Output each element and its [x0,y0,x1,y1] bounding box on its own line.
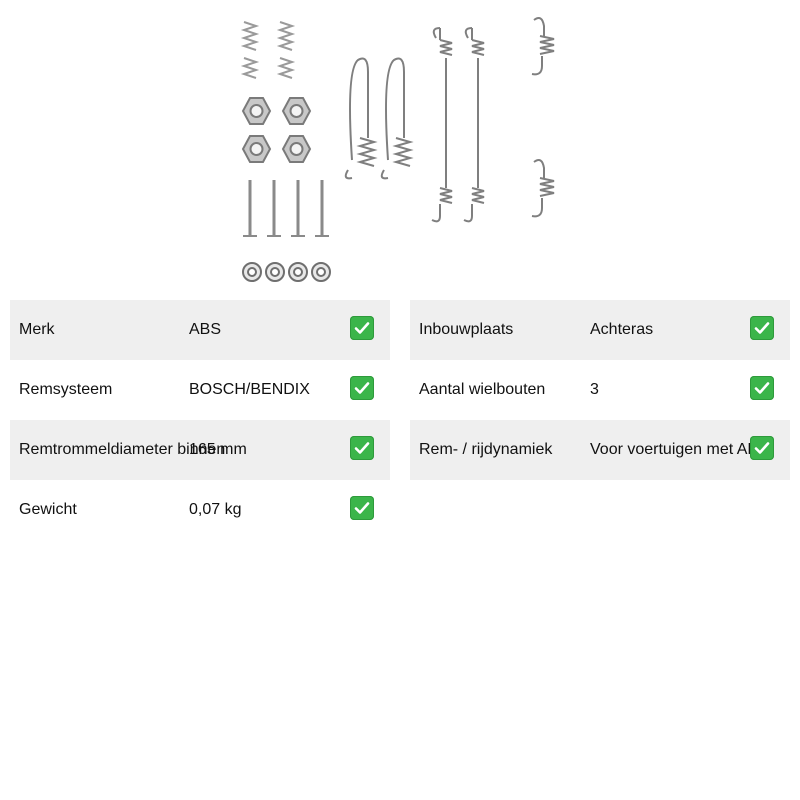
spec-row-remtrommeldiameter: Remtrommeldiameter binnen 165 mm [10,420,390,480]
spec-value: ABS [189,321,222,338]
spec-label: Gewicht [19,501,77,518]
product-image [240,17,555,282]
retaining-pin [248,180,324,236]
spec-row-gewicht: Gewicht 0,07 kg [10,480,390,540]
check-mark-icon [350,316,374,340]
check-mark-icon [350,436,374,460]
small-spring [240,21,296,79]
spec-row-aantal-wielbouten: Aantal wielbouten 3 [410,360,790,420]
long-spring [431,27,485,223]
spec-value: Achteras [590,321,654,338]
spec-row-inbouwplaats: Inbouwplaats Achteras [410,300,790,360]
spec-value: 165 mm [189,441,247,458]
spec-value: 0,07 kg [189,501,242,518]
spec-row-remsysteem: Remsysteem BOSCH/BENDIX [10,360,390,420]
spec-label: Remsysteem [19,381,113,398]
spec-label: Rem- / rijdynamiek [419,441,553,458]
check-mark-icon [750,376,774,400]
return-spring [344,57,414,180]
spec-table-right: Inbouwplaats Achteras Aantal wielbouten … [410,300,790,480]
check-mark-icon [350,376,374,400]
spec-value: 3 [590,381,599,398]
spec-row-rijdynamiek: Rem- / rijdynamiek Voor voertuigen met A… [410,420,790,480]
hook-spring [531,17,555,218]
spec-value: BOSCH/BENDIX [189,381,310,398]
check-mark-icon [350,496,374,520]
spec-value: Voor voertuigen met ABS [590,441,769,458]
spec-table-left: Merk ABS Remsysteem BOSCH/BENDIX Remtrom… [10,300,390,540]
check-mark-icon [750,436,774,460]
spec-row-merk: Merk ABS [10,300,390,360]
spec-label: Inbouwplaats [419,321,514,338]
spec-label: Remtrommeldiameter binnen [19,441,226,458]
spec-label: Aantal wielbouten [419,381,546,398]
check-mark-icon [750,316,774,340]
spec-label: Merk [19,321,55,338]
